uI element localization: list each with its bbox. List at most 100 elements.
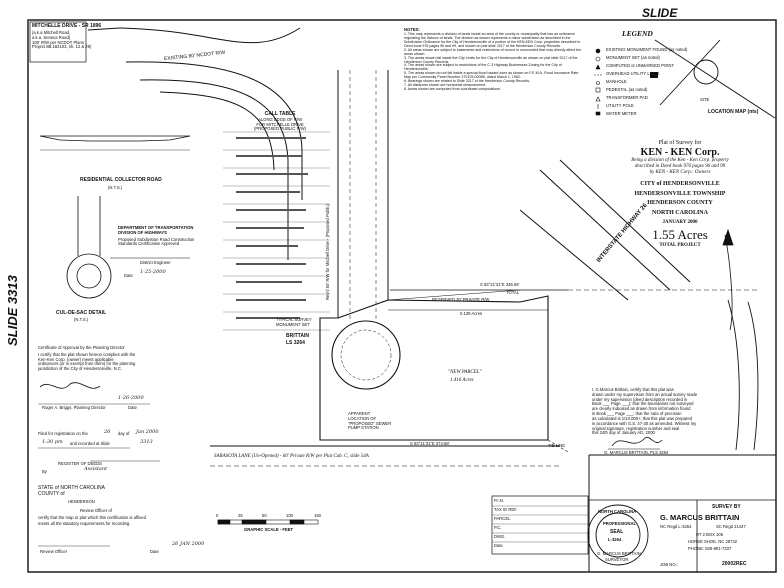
approval-block: Certificate of Approval by the Planning … [38,345,136,372]
slide-number-side: SLIDE 3313 [5,275,20,346]
reg-line1-day: 26 [104,429,111,435]
field-label: P.C. [494,525,502,530]
cert-signer: G. MARCUS BRITTAIN, PLS 3264 [604,450,669,455]
legend-item: WATER METER [606,111,637,116]
legend-item: UTILITY POLE [606,103,634,108]
review-officer-label: Review Officer [40,549,68,554]
plat-township: HENDERSONVILLE TOWNSHIP [634,190,726,197]
cert-line: Book ___ Page ___); that the boundaries … [592,401,694,407]
plat-desc-line: Being a division of the Ken - Ken Corp. … [631,158,729,164]
plat-acres: 1.55 Acres [652,226,708,242]
field-label: P.I.N. [494,498,504,503]
certify-line: meets all the statutory requirements for… [38,521,131,526]
officer-label: Review Officer of [80,508,112,513]
county-name: HENDERSON [68,499,95,504]
residential-road-sub: (N.T.S.) [108,185,123,190]
reg-line2-mid: and recorded at Slide [70,441,110,446]
note-item: 6. Bearings shown are related to Slide 3… [404,79,531,84]
residential-road-title: RESIDENTIAL COLLECTOR ROAD [80,177,162,183]
reg-line1-month: Jan 2000 [136,429,159,435]
legend-item: TRANSFORMER PAD [606,95,648,100]
cert-line: under my supervision (deed description r… [592,396,688,402]
approval-line: I certify that the plat shown hereon com… [38,351,136,357]
reserved-acres: 0.139 Acres [460,311,483,316]
seal-role: SURVEYOR [605,557,629,562]
new-parcel-boundary [319,295,549,441]
road-box-line: a.k.a. Seneca Road) [32,34,71,40]
field-label: PARCEL [494,516,511,521]
approval-signer: Roger A. Briggs, Planning Director [42,405,106,410]
field-label: Date [494,543,503,548]
cert-line: in Book ___ Page ___; that the ratio of … [592,411,682,417]
plat-city: CITY of HENDERSONVILLE [640,180,720,187]
cert-line: in accordance with G.S. 47-30 as amended… [592,420,697,426]
road-box-line: (a.k.a Mitchell Road, [32,30,71,35]
dot-date: 1-25-2000 [140,269,166,275]
dot-line: DEPARTMENT OF TRANSPORTATION [118,225,194,230]
location-map-site: SITE [700,97,710,102]
note-item: 4. The areas shown are subject to restri… [404,63,562,72]
field-label: DWG. [494,534,506,539]
legend-item: PEDESTAL (as noted) [606,87,648,92]
plat-desc-line: by KEN - KEN Corp.: Owners [649,169,711,175]
scale-tick: 100 [286,513,293,518]
road-box-line: Project 8B.182103, sh. 12 & 29) [32,44,92,50]
reg-line1-mid: day of [118,431,130,436]
plat-heading: Plat of Survey for [658,140,702,146]
register-label: REGISTER OF DEEDS [58,461,102,466]
scale-tick: 0 [216,513,219,518]
brittain-monument: BRITTAIN [286,333,309,339]
note-item: 1. This map represents a division of lan… [404,31,581,48]
new-parcel-label: "NEW PARCEL" [448,370,482,375]
top-bearing: S 83°21'31"E 336.66' [480,282,520,287]
plat-total: TOTAL PROJECT [659,242,701,248]
seal-outer: NORTH CAROLINA [598,509,637,514]
legend-title: LEGEND [622,29,653,38]
reserved-label: RESERVED 30' PRIVATE R/W [432,297,490,302]
dot-line: DIVISION OF HIGHWAYS [118,229,167,235]
tie-line-label: TIE LINE [548,443,565,448]
certify-line: certify that the map or plat which this … [38,515,146,520]
scale-label: GRAPHIC SCALE - FEET [244,527,294,532]
reg-line2-slide: 3313 [140,439,153,445]
job-label: JOB NO.: [660,562,678,567]
road-box-title: MITCHELLE DRIVE - SR 1896 [32,23,102,29]
legend-item: OVERHEAD UTILITY LINES [606,71,660,76]
legend-item: EXISTING MONUMENT FOUND (as noted) [606,47,688,52]
location-map-label: LOCATION MAP (nts) [708,109,759,115]
review-date-label: Date [150,549,159,554]
note-item: 8. Areas shown are computed from coordin… [404,87,501,92]
slide-title: SLIDE [642,6,678,20]
dot-certification: DEPARTMENT OF TRANSPORTATION DIVISION OF… [118,225,194,247]
reg-by-sign: Assistant [84,466,108,472]
note-item: 7. All distances shown are horizontal me… [404,83,487,88]
cert-line: are clearly indicated as drawn from info… [592,406,691,412]
call-table-title: CALL TABLE [264,111,296,117]
call-table-line: FOR MITCHELLE DRIVE [256,121,304,127]
company-name: G. MARCUS BRITTAIN [660,513,740,522]
new-parcel-acres: 1.416 Acres [450,378,474,383]
reg-line2-time: 1:30 pm [42,439,63,445]
dot-date-label: Date [124,273,133,278]
dot-engineer-label: District Engineer [140,260,171,265]
reg-2: SC Regd 21447 [716,524,746,529]
reg-1: NC Regd L-3264 [660,524,692,529]
job-number: 20002REC [722,561,747,567]
cert-line: I, G.Marcus Brittain, certify that this … [592,387,674,392]
seal-name: G. MARCUS BRITTAIN [597,551,641,556]
call-table-header: CALL TABLE ALONG EDGE OF R/W FOR MITCHEL… [254,111,306,132]
dot-sub: Standards Certification Approved [118,241,180,247]
road-box-lines: (a.k.a Mitchell Road, a.k.a. Seneca Road… [32,30,92,50]
note-item: 3. The areas shown fall inside the City … [404,55,578,64]
notes-title: NOTES: [404,27,420,32]
typical-monument: TYPICAL SURVEY MONUMENT SET [276,317,312,327]
address-1: RT 2 BOX 105 [696,532,724,537]
legend-item: MANHOLE [606,79,627,84]
county-label: COUNTY of [38,491,65,497]
plat-desc-line: described in Deed book 976 pages 96 and … [634,164,726,170]
cert-line: drawn under my supervision from an actua… [592,391,698,397]
sarasota-label: SARASOTA LANE (Un-Opened) - 60' Private … [214,454,369,459]
cul-de-sac-circle [331,320,401,390]
